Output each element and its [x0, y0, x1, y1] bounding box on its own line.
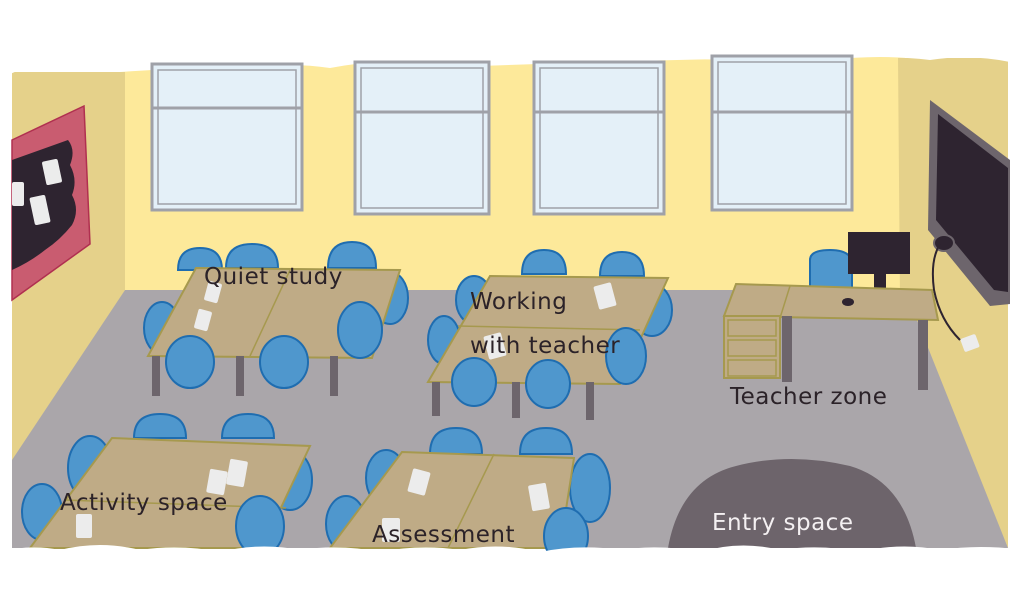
- quiet-study-table-group: [143, 240, 409, 396]
- back-wall: [120, 56, 905, 330]
- entry-space-mat: [668, 459, 916, 548]
- torn-bottom-edge: [0, 545, 1024, 591]
- bulletin-board: [11, 104, 91, 302]
- window: [150, 62, 304, 212]
- window: [710, 54, 854, 212]
- zone-label-working-line1: Working: [470, 289, 568, 315]
- activity-space-table-group: [21, 412, 313, 557]
- zone-label-assessment: Assessment: [372, 522, 515, 548]
- assessment-table-group: [325, 426, 611, 565]
- zone-label-activity-space: Activity space: [60, 490, 228, 516]
- zone-label-teacher-zone: Teacher zone: [730, 384, 888, 410]
- window: [353, 60, 491, 216]
- teacher-desk: [722, 232, 940, 390]
- right-margin: [1010, 40, 1024, 560]
- zone-label-entry-space: Entry space: [712, 510, 854, 536]
- wall-screen: [928, 100, 1010, 352]
- working-with-teacher-table-group: [426, 248, 673, 420]
- zone-label-quiet-study: Quiet study: [204, 264, 343, 290]
- window: [532, 60, 666, 216]
- zone-label-working-line2: with teacher: [470, 333, 621, 359]
